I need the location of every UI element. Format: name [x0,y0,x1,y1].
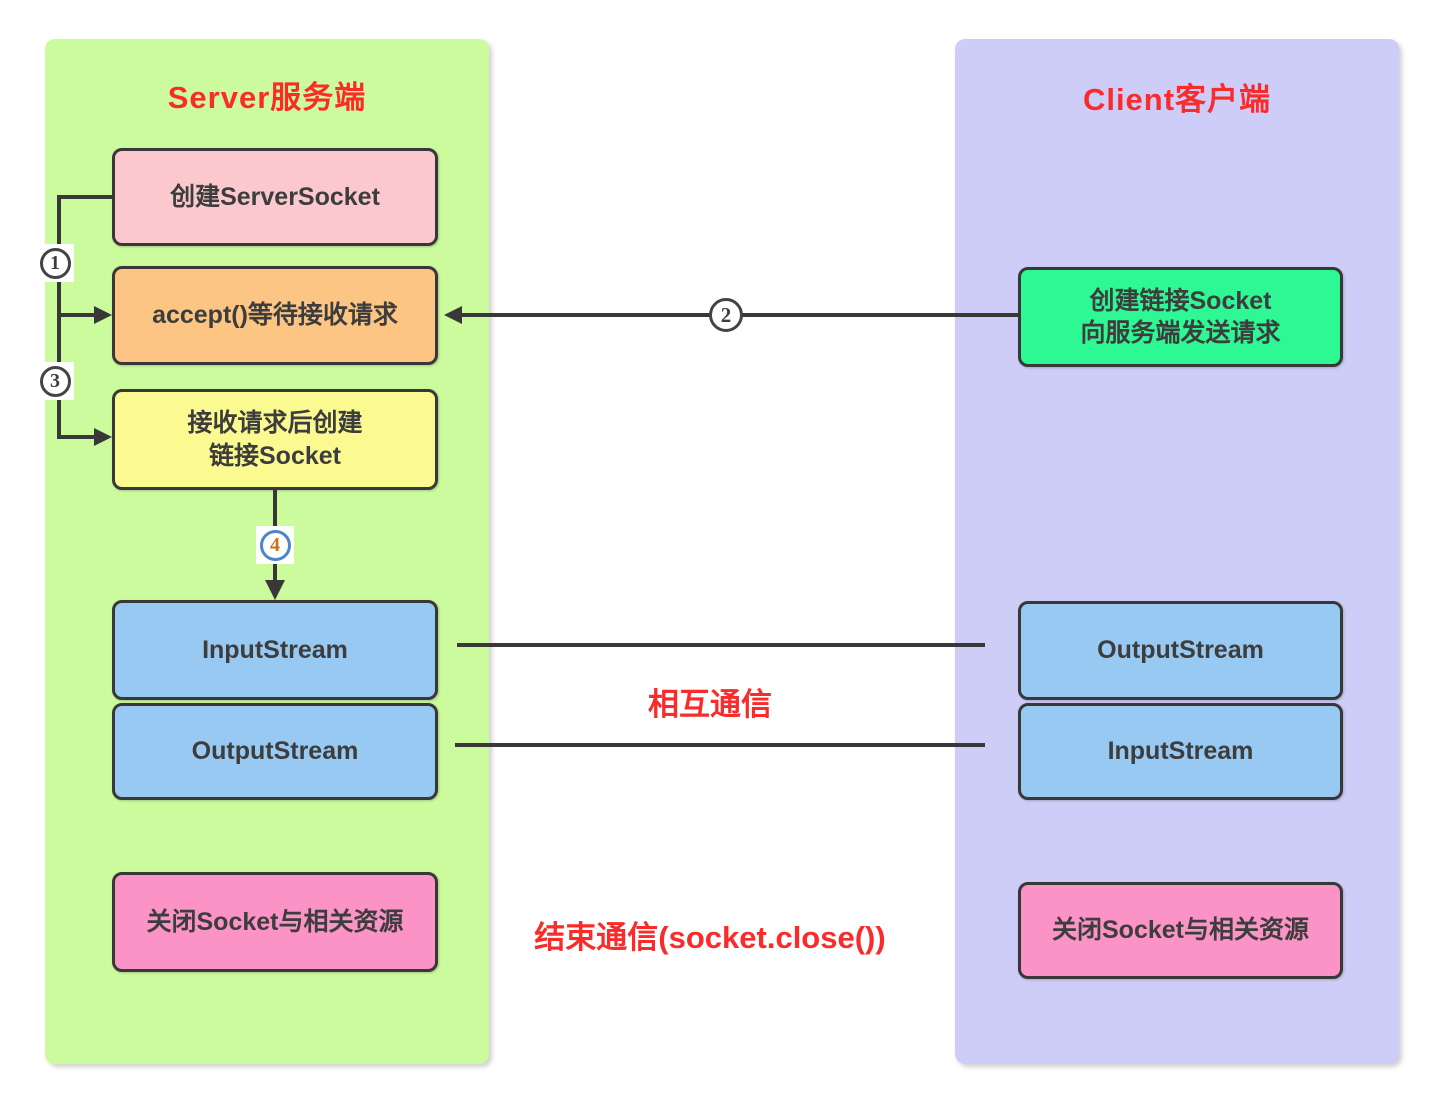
box-client-create-socket-line1: 创建链接Socket [1089,286,1272,315]
step-3-badge: 3 [39,365,71,397]
box-client-create-socket-line2: 向服务端发送请求 [1080,319,1281,347]
box-server-close-socket-label: 关闭Socket与相关资源 [146,907,404,936]
connector-rail-to-accept-line [57,313,97,317]
box-server-close-socket: 关闭Socket与相关资源 [112,872,438,972]
connector-create-to-rail-line [57,195,112,199]
step-1-badge: 1 [39,247,71,279]
arrowhead-request-icon [444,306,462,324]
server-panel-title: Server服务端 [167,80,367,115]
step-3-badge-patch: 3 [36,362,74,400]
comm-line-input-to-output [457,643,985,647]
box-accept-wait-request: accept()等待接收请求 [112,266,438,365]
box-create-link-socket-line2: 链接Socket [209,441,341,470]
box-client-close-socket-label: 关闭Socket与相关资源 [1052,916,1309,945]
box-server-outputstream-label: OutputStream [191,737,359,766]
connector-rail-to-linksocket-line [57,435,97,439]
box-server-inputstream: InputStream [112,600,438,700]
box-server-inputstream-label: InputStream [202,635,348,664]
box-client-outputstream-label: OutputStream [1097,636,1264,665]
box-client-inputstream-label: InputStream [1107,737,1254,766]
arrowhead-into-linksocket-icon [94,428,112,446]
box-create-serversocket: 创建ServerSocket [112,148,438,246]
box-client-outputstream: OutputStream [1018,601,1343,700]
client-panel-title: Client客户端 [1082,82,1272,117]
step-2-badge: 2 [709,298,743,332]
step-4-badge: 4 [259,529,291,561]
box-accept-wait-request-label: accept()等待接收请求 [152,301,398,330]
label-mutual-communication: 相互通信 [648,687,772,722]
box-create-link-socket-line1: 接收请求后创建 [187,409,363,437]
box-server-outputstream: OutputStream [112,703,438,800]
box-create-serversocket-label: 创建ServerSocket [170,182,380,211]
step-1-badge-patch: 1 [36,244,74,282]
box-client-inputstream: InputStream [1018,703,1343,800]
box-client-create-socket: 创建链接Socket 向服务端发送请求 [1018,267,1343,367]
arrowhead-into-accept-icon [94,306,112,324]
label-end-communication: 结束通信(socket.close()) [534,920,886,955]
box-create-link-socket: 接收请求后创建 链接Socket [112,389,438,490]
step-4-badge-patch: 4 [256,526,294,564]
box-client-close-socket: 关闭Socket与相关资源 [1018,882,1343,979]
arrowhead-down-icon [265,580,285,600]
connector-left-rail-line [57,195,61,439]
comm-line-output-to-input [455,743,985,747]
